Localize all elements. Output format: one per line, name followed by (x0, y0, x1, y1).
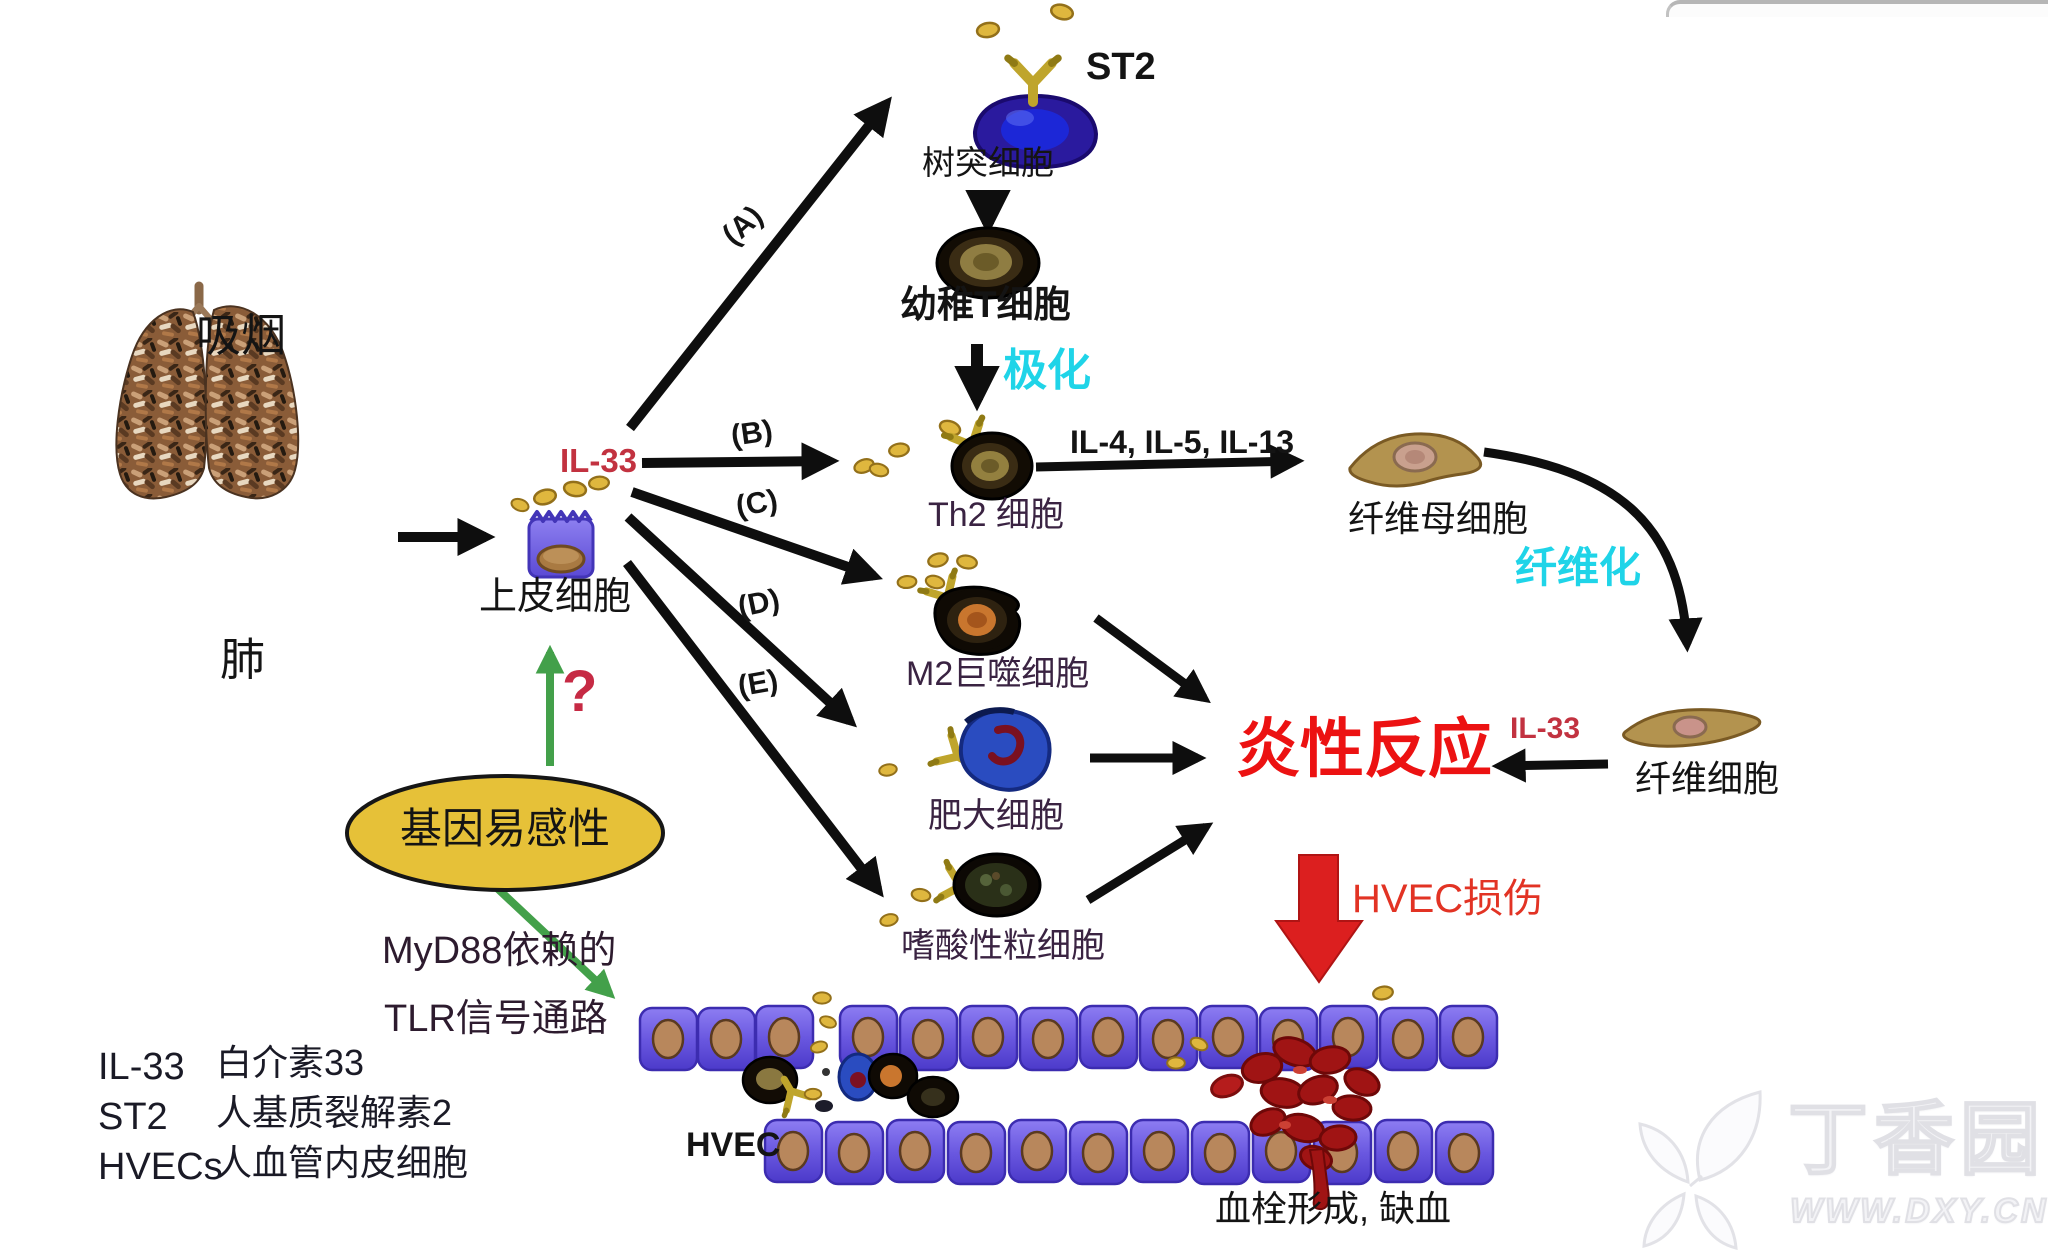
leaf-logo (1638, 1090, 1762, 1250)
thrombus-illustration (1240, 1036, 1381, 1211)
hvec-damage-label: HVEC损伤 (1352, 877, 1544, 921)
arrow-pathway-d (624, 513, 857, 728)
th2-cell-illustration (851, 418, 1034, 501)
epithelial-cell-illustration (527, 510, 595, 579)
hvec-vessel-illustration (638, 983, 1499, 1211)
myd88-line2-label: TLR信号通路 (384, 998, 608, 1040)
il33-particles-epithelial (508, 474, 611, 515)
legend-def-il33: 白介素33 (216, 1042, 365, 1083)
vessel-bottom-row (763, 1118, 1495, 1186)
arrow-m2-to-inflammation (1093, 614, 1211, 704)
pathway-label-b: (B) (728, 414, 775, 453)
arrow-inflammation-to-hvec-damage (1274, 854, 1364, 984)
fibroblast-label: 纤维母细胞 (1348, 498, 1529, 539)
arrow-pathway-e (623, 559, 884, 898)
mast-cell-label: 肥大细胞 (928, 797, 1064, 835)
th2-cell-label: Th2 细胞 (928, 496, 1065, 534)
hvec-vessel-label: HVEC (686, 1126, 781, 1164)
fibroblast-illustration (1348, 432, 1483, 488)
vessel-lumen-cells (741, 983, 1395, 1117)
arrow-pathway-a (626, 96, 892, 432)
arrow-eosinophil-to-inflammation (1085, 822, 1214, 904)
naive-t-cell-label: 幼稚T细胞 (900, 284, 1071, 325)
arrow-pathway-b (641, 442, 840, 481)
m2-macrophage-label: M2巨噬细胞 (906, 655, 1090, 693)
arrow-th2-to-fibroblast (1035, 444, 1305, 479)
eosinophil-label: 嗜酸性粒细胞 (901, 927, 1105, 965)
myd88-line1-label: MyD88依赖的 (382, 930, 617, 972)
page-edge-artifact (1666, 0, 2048, 17)
legend-abbr-st2: ST2 (98, 1096, 168, 1138)
eosinophil-illustration (878, 852, 1042, 929)
thrombosis-ischemia-label: 血栓形成, 缺血 (1215, 1188, 1452, 1229)
pathway-arrows (398, 96, 1703, 904)
fibrocyte-illustration (1622, 708, 1762, 748)
dendritic-cell-illustration (972, 1, 1099, 170)
legend-abbr-hvecs: HVECs (98, 1146, 223, 1188)
dendritic-cell-label: 树突细胞 (922, 144, 1054, 181)
fibrosis-label: 纤维化 (1515, 544, 1642, 591)
legend-def-hvecs: 人血管内皮细胞 (216, 1142, 469, 1183)
genetic-susceptibility-label: 基因易感性 (400, 805, 611, 852)
fibrocyte-label: 纤维细胞 (1635, 758, 1780, 799)
genetic-susceptibility-ellipse (345, 774, 665, 892)
m2-macrophage-illustration (896, 550, 1022, 656)
arrow-pathway-c (630, 487, 883, 585)
green-arrows (494, 644, 616, 999)
st2-label: ST2 (1086, 46, 1156, 88)
inflammatory-response-label: 炎性反应 (1236, 713, 1492, 785)
uncertainty-question-mark: ? (562, 659, 598, 724)
cytokines-label: IL-4, IL-5, IL-13 (1070, 424, 1295, 460)
watermark-url: WWW.DXY.CN (1789, 1192, 2048, 1230)
arrow-fibrosis-curve (1483, 447, 1703, 653)
epithelial-cell-label: 上皮细胞 (479, 576, 632, 618)
il33-source-label: IL-33 (560, 442, 638, 479)
lung-label: 肺 (220, 634, 266, 685)
red-blood-cell (1210, 1073, 1244, 1099)
mast-cell-illustration (877, 707, 1052, 792)
polarization-label: 极化 (1003, 346, 1091, 395)
arrow-genetic-to-hvec (494, 885, 616, 999)
pathway-label-e: (E) (735, 663, 781, 704)
il33-fibrocyte-label: IL-33 (1510, 712, 1581, 745)
pathway-label-c: (C) (733, 483, 781, 524)
arrow-fibrocyte-il33-to-inflammation (1491, 748, 1609, 783)
legend-abbr-il33: IL-33 (98, 1046, 185, 1088)
naive-t-cell-illustration (935, 226, 1041, 300)
watermark-brand: 丁香园 (1787, 1095, 2046, 1184)
smoking-label: 吸烟 (196, 310, 287, 361)
legend-def-st2: 人基质裂解素2 (216, 1092, 453, 1133)
lung-cigarettes-illustration (115, 281, 300, 500)
